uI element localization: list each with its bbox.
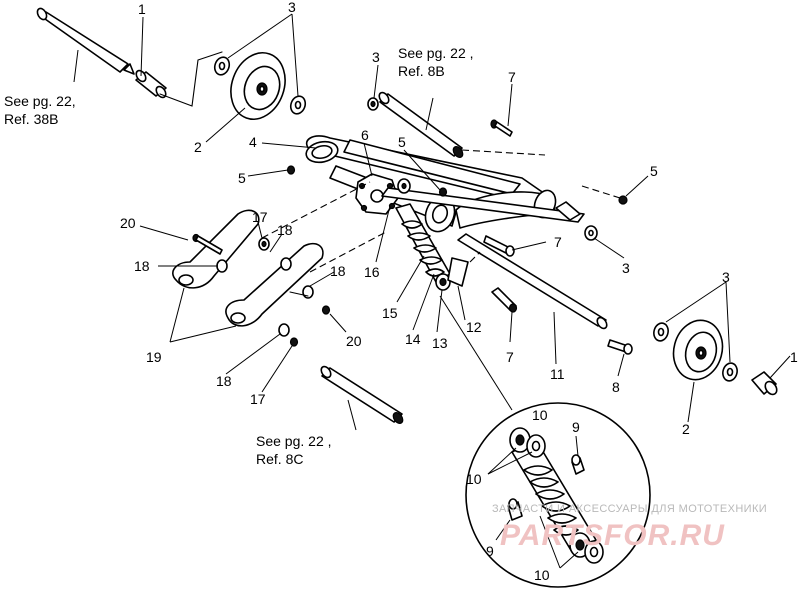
nut-left-5 (286, 165, 296, 175)
washer-right-3 (584, 225, 598, 241)
callout-12: 12 (466, 319, 482, 335)
ref-8b-line2: Ref. 8B (398, 63, 445, 79)
bolt-8 (607, 339, 633, 355)
shock-absorber (395, 203, 469, 291)
bolt-top (490, 119, 513, 137)
idler-wheel-lower (672, 319, 724, 381)
ref-8c-line1: See pg. 22 , (256, 433, 332, 449)
callout-6: 6 (361, 127, 369, 143)
callout-7-low: 7 (506, 349, 514, 365)
link-arm-lower (225, 242, 324, 327)
callout-10-left: 10 (466, 471, 482, 487)
ref-38b-line2: Ref. 38B (4, 111, 58, 127)
washer-lower-right-b (722, 362, 738, 382)
washer-lower-right-a (653, 322, 669, 342)
callout-20-left: 20 (120, 215, 136, 231)
nut-mid-5 (438, 187, 448, 197)
callout-17-top: 17 (252, 209, 268, 225)
callout-4: 4 (249, 134, 257, 150)
callout-10-right: 10 (532, 407, 548, 423)
callout-11: 11 (550, 366, 565, 382)
callout-7-mid: 7 (554, 234, 562, 250)
reference-notes: See pg. 22, Ref. 38B See pg. 22 , Ref. 8… (4, 45, 474, 467)
watermark-brand: PARTSFOR.RU (500, 519, 725, 552)
upper-rear-shaft (378, 91, 464, 159)
callout-2-right: 2 (682, 421, 690, 437)
callout-5-right: 5 (650, 163, 658, 179)
callout-1-left: 1 (138, 1, 146, 17)
spacer-right (555, 201, 581, 221)
washer-upper-left-a (213, 56, 231, 76)
nut-right-5 (618, 195, 628, 205)
ref-8b-line1: See pg. 22 , (398, 45, 474, 61)
callout-3-top-mid: 3 (372, 49, 380, 65)
ref-8c-line2: Ref. 8C (256, 451, 303, 467)
shock-washer (397, 178, 411, 194)
watermark-caption: ЗАПЧАСТИ И АКСЕССУАРЫ ДЛЯ МОТОТЕХНИКИ (492, 503, 767, 515)
upper-left-shaft (36, 7, 135, 75)
leader-lines (73, 13, 791, 431)
watermark: ЗАПЧАСТИ И АКСЕССУАРЫ ДЛЯ МОТОТЕХНИКИ PA… (492, 503, 767, 552)
assembly-line-4 (469, 251, 481, 263)
swing-arm-a-frame (305, 135, 557, 233)
assembly-line-5 (261, 181, 371, 239)
assembly-line-1 (159, 51, 223, 107)
callout-10-bottom: 10 (534, 567, 550, 583)
bolt-middle (483, 235, 515, 257)
callout-19: 19 (146, 349, 162, 365)
callout-15: 15 (382, 305, 398, 321)
callout-16: 16 (364, 264, 380, 280)
callout-8: 8 (612, 379, 620, 395)
cross-shaft-16 (381, 187, 585, 223)
callout-1-right: 1 (790, 349, 798, 365)
callout-13: 13 (432, 335, 448, 351)
link-hardware (192, 233, 331, 347)
callout-3-right: 3 (722, 269, 730, 285)
callout-20-right: 20 (346, 333, 362, 349)
washer-upper-left-b (289, 95, 307, 115)
inset-shock (509, 427, 604, 564)
washer-top (367, 97, 379, 111)
assembly-line-6 (309, 231, 387, 273)
callout-17-bottom: 17 (250, 391, 266, 407)
callout-18-bottom: 18 (216, 373, 232, 389)
sleeve-part-1-right (751, 371, 778, 396)
callout-3-top-left: 3 (288, 0, 296, 15)
inset-bushing-bottom (507, 498, 523, 521)
ref-38b-line1: See pg. 22, (4, 93, 76, 109)
callout-5-mid: 5 (398, 134, 406, 150)
callout-3-mid-right: 3 (622, 260, 630, 276)
callout-18-upper: 18 (277, 222, 293, 238)
bolt-lower (491, 287, 518, 313)
lower-shaft (320, 365, 404, 425)
callout-9-top: 9 (572, 419, 580, 435)
callout-labels: 1 1 2 2 3 3 3 3 4 5 5 5 6 7 7 7 8 9 9 10… (120, 0, 798, 583)
callout-14: 14 (405, 331, 421, 347)
callout-5-left: 5 (238, 170, 246, 186)
callout-18-left: 18 (134, 258, 150, 274)
callout-2-left: 2 (194, 139, 202, 155)
long-bolt-11 (457, 233, 608, 330)
detail-inset (465, 402, 651, 588)
idler-wheel-upper (230, 52, 286, 120)
callout-7-top: 7 (508, 69, 516, 85)
flange-plate (355, 173, 399, 215)
callout-9-bottom: 9 (486, 543, 494, 559)
callout-18-mid: 18 (330, 263, 346, 279)
inset-bushing-top (571, 454, 585, 475)
assembly-line-2 (461, 149, 546, 156)
assembly-line-3 (581, 185, 621, 199)
